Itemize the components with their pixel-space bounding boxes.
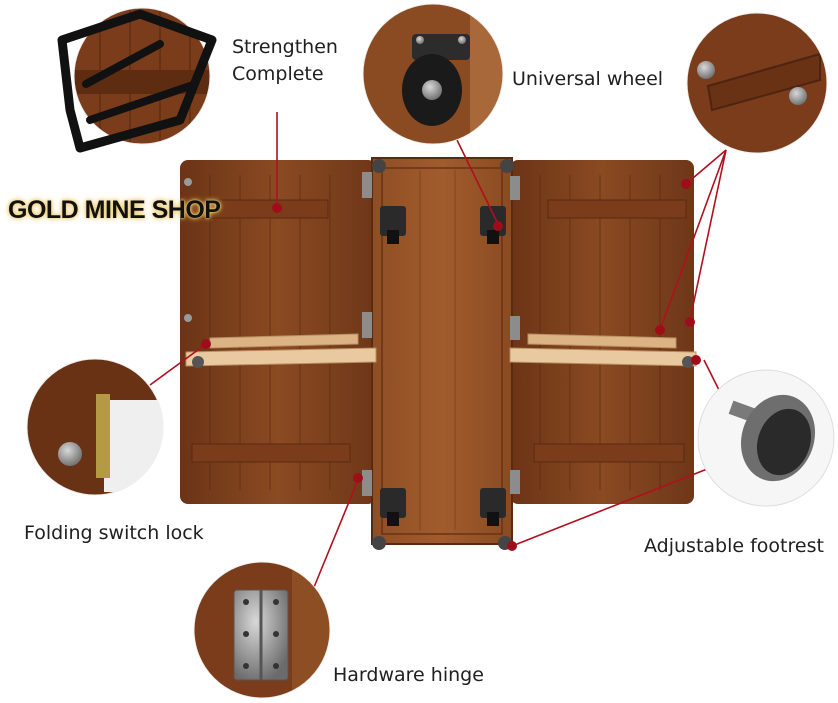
folding-switch-lock-label: Folding switch lock (24, 522, 204, 544)
detail-strengthen-bar (686, 12, 828, 154)
callout-lines (149, 112, 731, 593)
callout-dots (201, 179, 701, 551)
hardware-hinge-label: Hardware hinge (333, 664, 484, 686)
left-table-leaf (180, 160, 376, 504)
caster-wheel-icon (480, 488, 506, 526)
right-support-rail (509, 333, 697, 368)
left-support-rail (185, 333, 377, 368)
strengthen-label-line2: Complete (232, 63, 324, 85)
right-table-leaf (510, 160, 694, 504)
detail-adjustable-footrest (697, 369, 835, 507)
table-underside (180, 157, 697, 550)
diamond-logo-icon (57, 9, 217, 153)
detail-universal-wheel (362, 3, 504, 145)
adjustable-footrest-label: Adjustable footrest (644, 535, 824, 557)
universal-wheel-label: Universal wheel (512, 68, 664, 90)
detail-hardware-hinge (193, 561, 331, 699)
caster-wheel-icon (380, 488, 406, 526)
caster-wheel-icon (380, 206, 406, 244)
detail-folding-lock (26, 358, 164, 496)
shop-watermark: GOLD MINE SHOP (8, 196, 221, 224)
strengthen-label: Strengthen Complete (232, 34, 338, 88)
strengthen-label-line1: Strengthen (232, 36, 338, 58)
